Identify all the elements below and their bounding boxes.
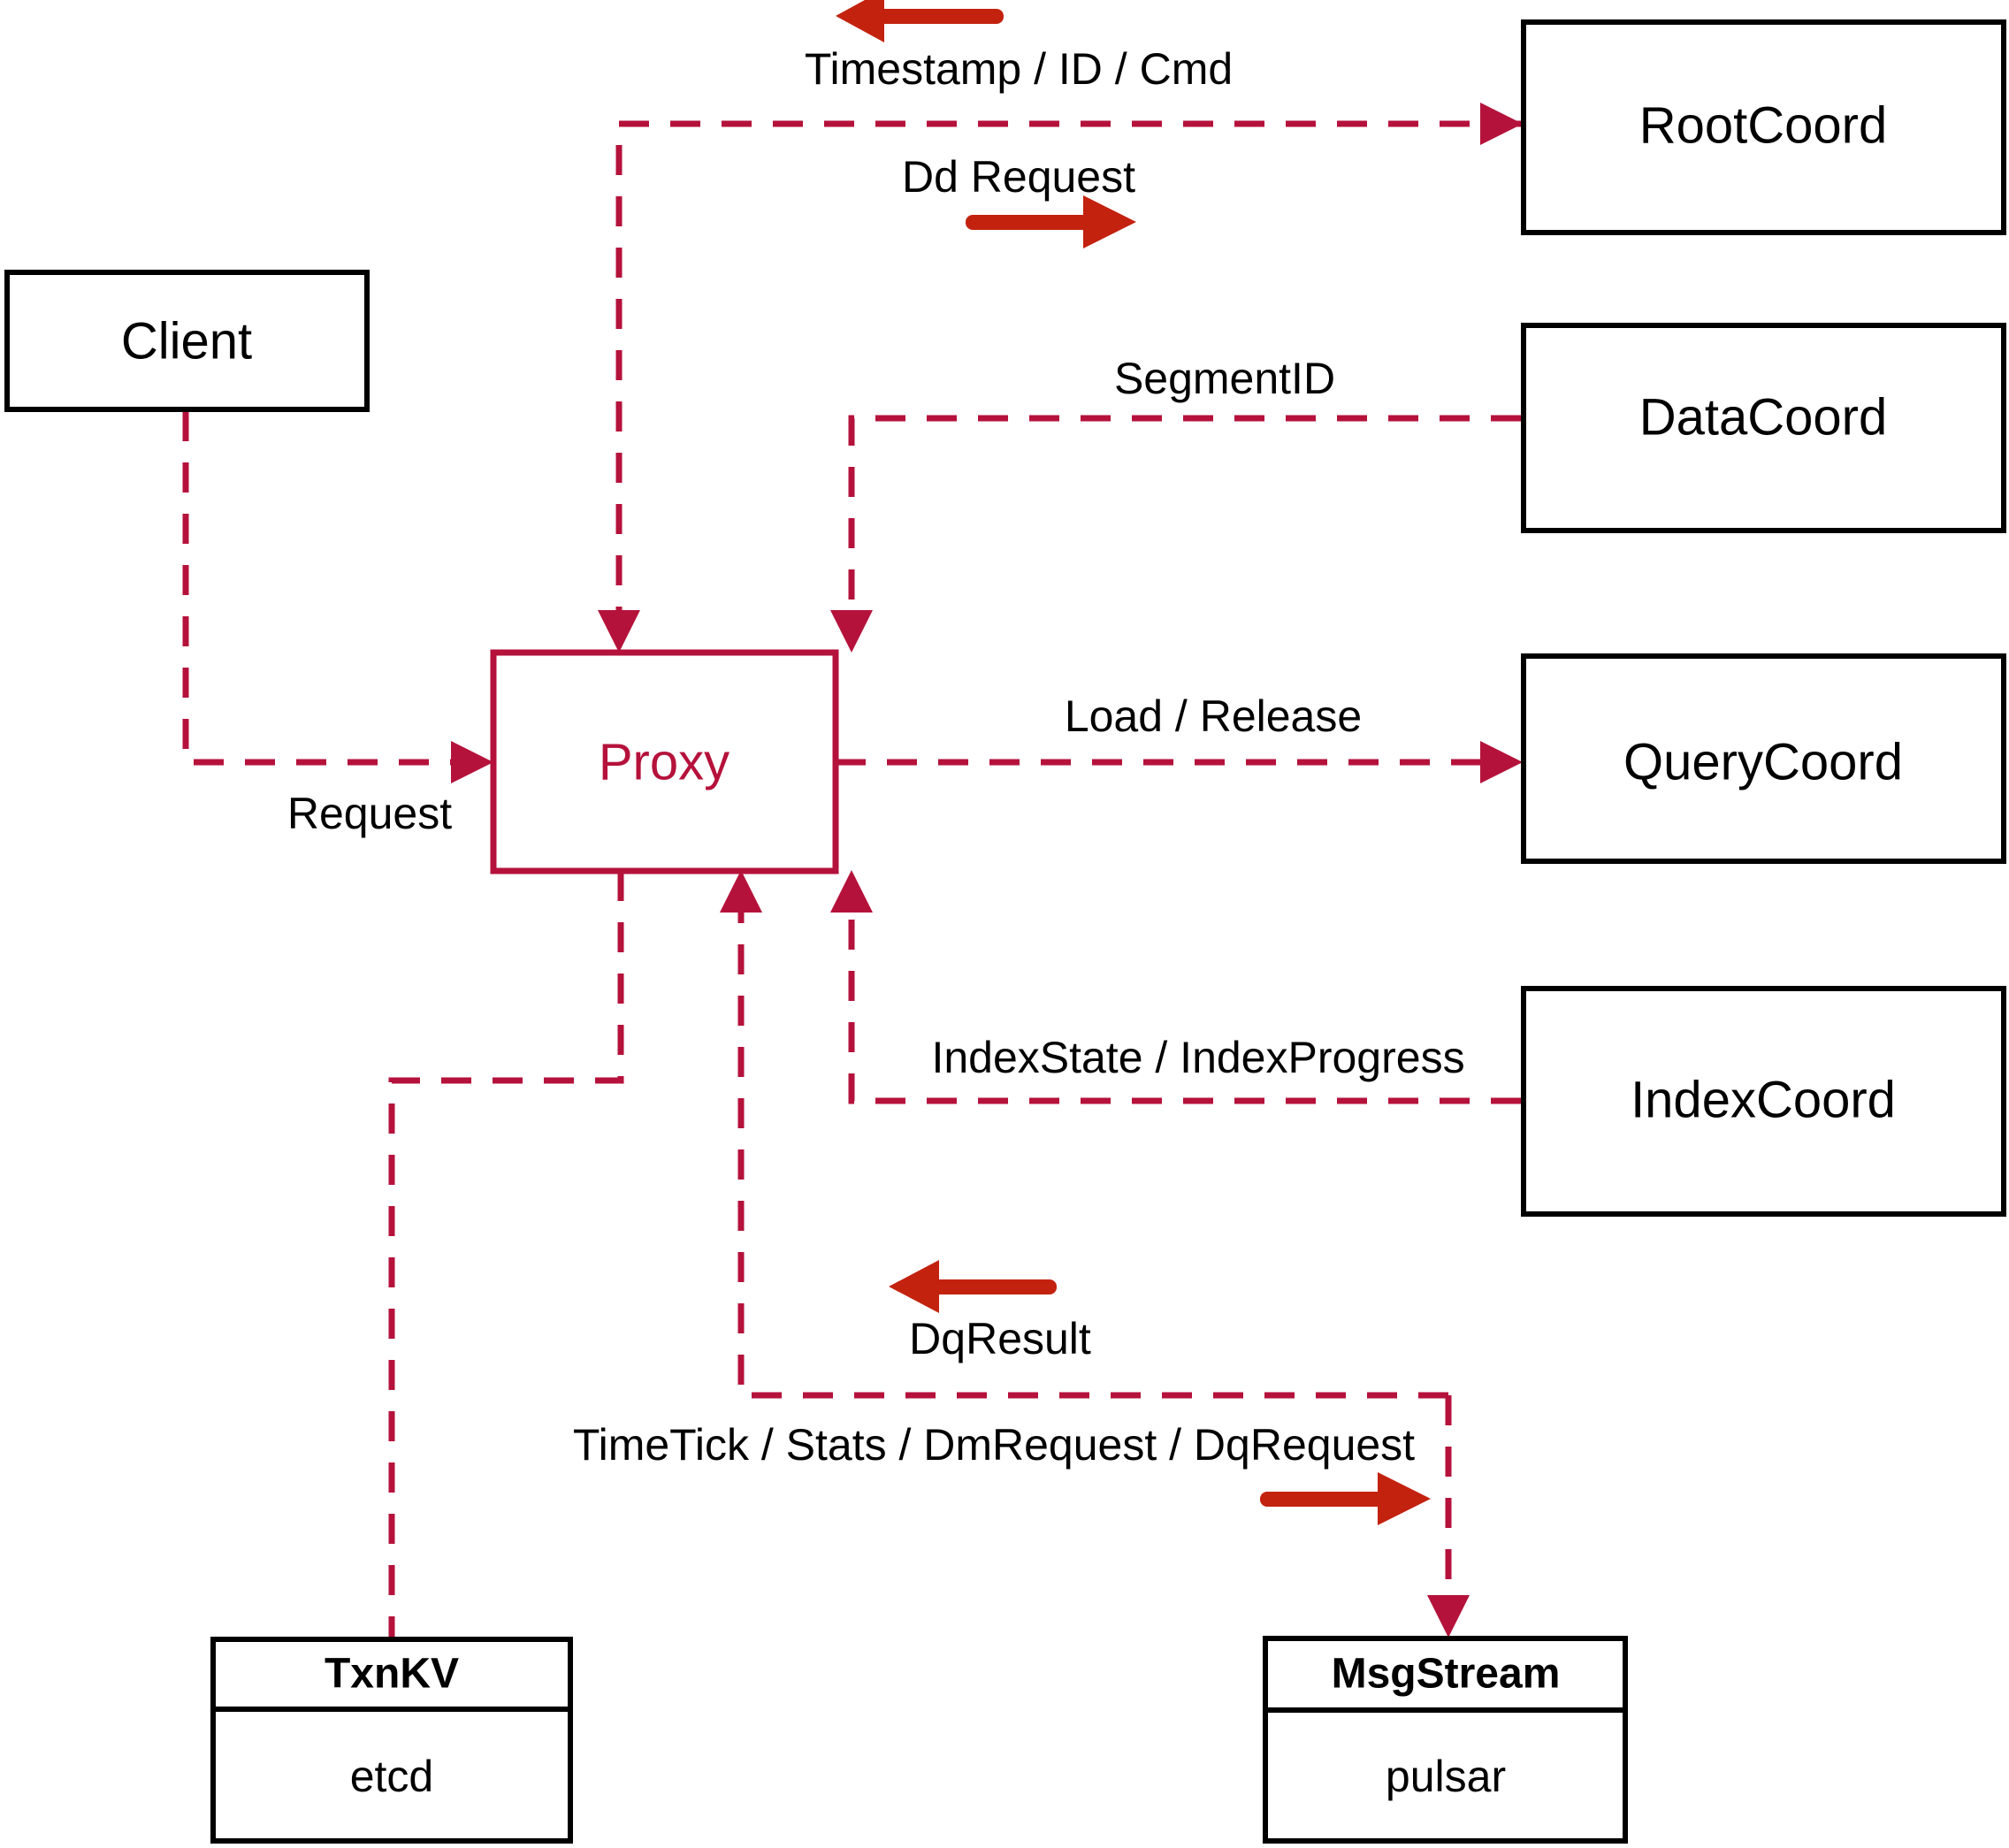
edge-label-request: Request xyxy=(287,789,452,838)
node-txnkv-box[interactable] xyxy=(210,1637,573,1844)
edge-index-state-arrowhead xyxy=(830,870,873,913)
node-client[interactable]: Client xyxy=(4,270,370,412)
node-query-coord-box[interactable] xyxy=(1521,653,2006,864)
edge-txnkv xyxy=(388,871,624,1637)
edge-segment-id-arrowhead xyxy=(830,610,873,653)
edge-index-state-path xyxy=(848,904,1521,1104)
edge-request-path xyxy=(182,411,462,766)
edge-label-index-state: IndexState / IndexProgress xyxy=(931,1033,1464,1082)
edge-request-arrowhead xyxy=(451,741,493,783)
node-root-coord-box[interactable] xyxy=(1521,19,2006,235)
node-client-label: Client xyxy=(121,312,252,370)
direction-arrow-timetick xyxy=(1260,1472,1431,1525)
edge-label-timestamp-id-cmd: Timestamp / ID / Cmd xyxy=(805,44,1233,94)
direction-arrow-dd-request xyxy=(966,195,1136,248)
edge-load-release-arrowhead xyxy=(1480,741,1523,783)
node-msgstream-box[interactable] xyxy=(1263,1636,1628,1844)
node-data-coord-label: DataCoord xyxy=(1639,388,1887,446)
node-index-coord-box[interactable] xyxy=(1521,986,2006,1217)
node-proxy-label: Proxy xyxy=(599,733,730,790)
edge-dq-result-arrowhead xyxy=(720,870,762,913)
node-data-coord[interactable]: DataCoord xyxy=(1521,323,2006,533)
edge-label-segment-id: SegmentID xyxy=(1114,354,1335,403)
edge-label-dq-result: DqResult xyxy=(909,1314,1091,1363)
edge-dd-request-arrowhead xyxy=(1480,103,1523,145)
node-data-coord-box[interactable] xyxy=(1521,323,2006,533)
edge-timestamp-id-cmd-arrowhead xyxy=(598,610,640,653)
edge-index-state xyxy=(830,870,1521,1104)
edge-request xyxy=(182,411,493,783)
node-query-coord-label: QueryCoord xyxy=(1623,733,1903,790)
node-query-coord[interactable]: QueryCoord xyxy=(1521,653,2006,864)
node-index-coord-label: IndexCoord xyxy=(1631,1071,1896,1128)
node-msgstream-impl: pulsar xyxy=(1386,1752,1506,1801)
direction-arrow-dq-result xyxy=(889,1260,1057,1313)
edge-segment-id-path xyxy=(848,415,1521,619)
edge-timetick-stats xyxy=(1427,1395,1470,1638)
edge-segment-id xyxy=(830,415,1521,653)
direction-arrow-timestamp xyxy=(836,0,1004,42)
node-msgstream[interactable]: MsgStream pulsar xyxy=(1263,1636,1628,1844)
node-root-coord[interactable]: RootCoord xyxy=(1521,19,2006,235)
edge-dq-result xyxy=(720,870,1448,1399)
node-txnkv[interactable]: TxnKV etcd xyxy=(210,1637,573,1844)
edge-dd-request xyxy=(619,103,1523,145)
edge-timetick-stats-arrowhead xyxy=(1427,1595,1470,1638)
edge-timestamp-id-cmd xyxy=(598,120,1521,653)
node-proxy[interactable]: Proxy xyxy=(490,649,839,874)
node-msgstream-title: MsgStream xyxy=(1332,1651,1561,1698)
edge-load-release xyxy=(836,741,1523,783)
edge-label-dd-request: Dd Request xyxy=(902,152,1135,202)
node-txnkv-title: TxnKV xyxy=(325,1651,459,1698)
node-txnkv-impl: etcd xyxy=(350,1752,434,1801)
edge-label-timetick-stats: TimeTick / Stats / DmRequest / DqRequest xyxy=(573,1420,1415,1470)
node-proxy-box[interactable] xyxy=(490,649,839,874)
node-client-box[interactable] xyxy=(4,270,370,412)
edge-txnkv-path xyxy=(388,871,624,1637)
edge-dq-result-path xyxy=(737,904,1448,1399)
node-index-coord[interactable]: IndexCoord xyxy=(1521,986,2006,1217)
edge-label-load-release: Load / Release xyxy=(1065,691,1362,741)
node-root-coord-label: RootCoord xyxy=(1639,96,1887,154)
